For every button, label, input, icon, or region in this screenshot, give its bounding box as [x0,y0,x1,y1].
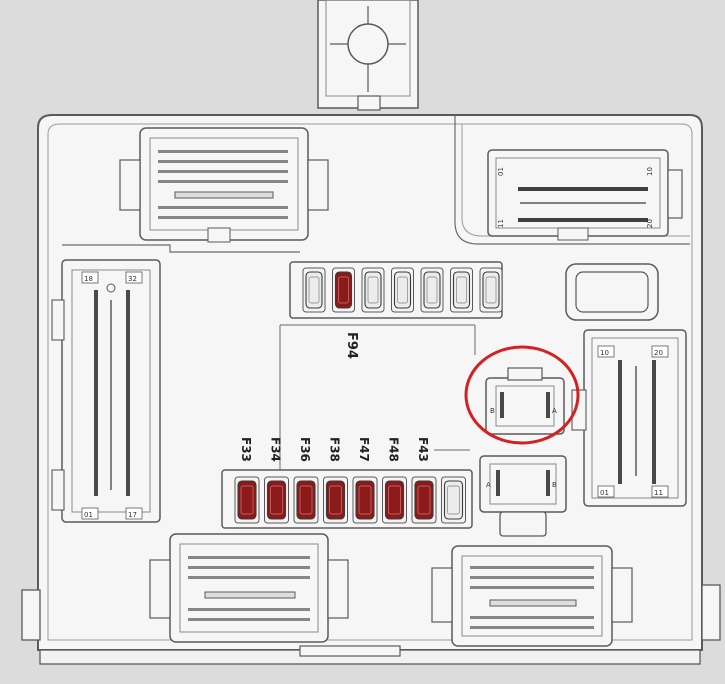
top-right-pin-01: 01 [497,167,505,176]
lower-fuse-slot [293,476,319,524]
left-pin-32: 32 [128,275,137,283]
lower-fuse-slot [264,476,289,524]
fuse-label: F34 [269,437,283,462]
upper-fuse-slot [302,267,326,313]
upper-fuse-slot [361,267,385,313]
upper-fuse-slot [450,267,473,313]
right-pin-20: 20 [654,349,663,357]
relay-highlighted: B A [464,345,580,445]
upper-fuse-slot [332,267,355,313]
right-pin-01: 01 [600,489,609,497]
relay-lower-pin-a: A [486,481,491,489]
fuse-label: F43 [416,437,430,462]
fuse-label: F38 [328,437,342,462]
connector-bottom-right [431,545,633,647]
lower-fuse-slot [441,476,466,524]
relay-lower: A B [479,455,567,537]
lower-fuse-slot [323,476,348,524]
right-pin-11: 11 [654,489,663,497]
top-right-pin-11: 11 [497,219,505,228]
fuse-label: F33 [239,437,253,462]
upper-fuse-slot [391,267,414,313]
upper-fuse-slot [420,267,444,313]
relay-pin-a: A [552,407,557,415]
left-pin-17: 17 [128,511,137,519]
socket-square [565,263,659,321]
upper-fuse-row: F94 [289,261,503,359]
left-pin-18: 18 [84,275,93,283]
lower-fuse-slot [382,476,407,524]
highlight-circle [464,345,580,445]
connector-right: 10 20 01 11 [571,329,687,507]
pin-dots [158,150,288,219]
lower-fuse-slot [234,476,260,524]
fuse-label: F36 [298,437,312,462]
top-right-pin-10: 10 [646,167,654,176]
connector-top-left [119,127,329,243]
lower-fuse-slot [411,476,437,524]
connector-left: 18 32 01 17 [51,259,161,523]
upper-fuse-label: F94 [344,332,359,359]
relay-pin-b: B [490,407,495,415]
lower-fuse-slot [352,476,378,524]
top-mounting-tab [317,0,419,111]
right-pin-10: 10 [600,349,609,357]
relay-lower-pin-b: B [552,481,557,489]
top-right-pin-20: 20 [646,219,654,228]
connector-top-right: 01 10 11 20 [487,149,683,241]
connector-bottom-left [149,533,349,643]
lower-fuse-row: F33 F34 F36 F38 F47 F48 F43 [221,437,473,529]
fuse-label: F47 [357,437,371,462]
left-pin-01: 01 [84,511,93,519]
fuse-label: F48 [387,437,401,462]
upper-fuse-slot [479,267,503,313]
